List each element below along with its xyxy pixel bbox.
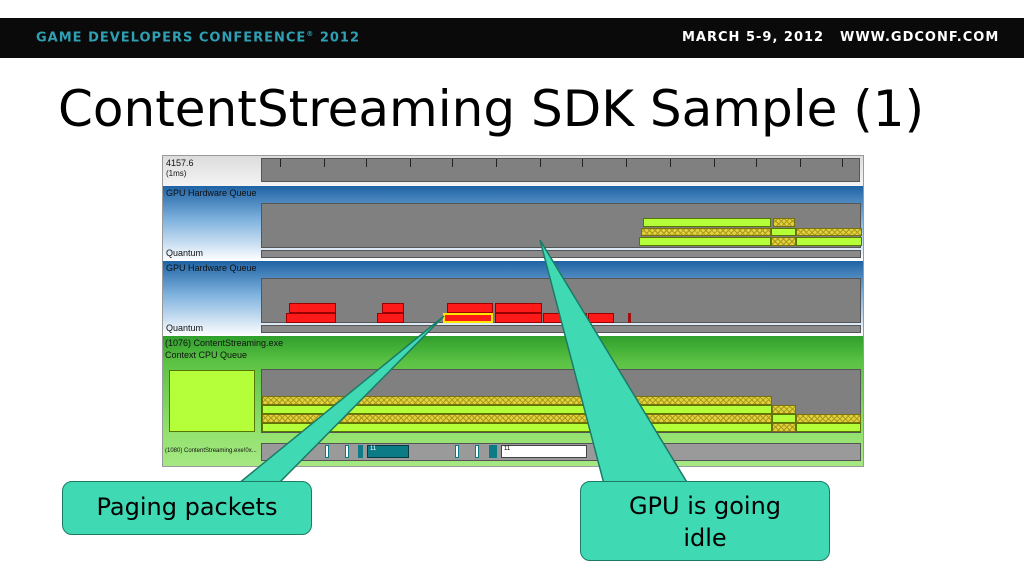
cpu-packet-block[interactable] (772, 405, 796, 414)
packet-block[interactable] (628, 313, 631, 323)
thread-event[interactable] (489, 445, 497, 458)
packet-block[interactable] (771, 237, 796, 246)
gpu-queue-2-quantum-track[interactable] (261, 325, 861, 333)
packet-block[interactable] (773, 218, 795, 227)
cpu-packet-block[interactable] (262, 396, 772, 405)
thread-event[interactable] (345, 445, 349, 458)
thread-event-11[interactable]: 11 (367, 445, 409, 458)
cpu-queue-label: Context CPU Queue (165, 350, 248, 360)
conference-dates: MARCH 5-9, 2012 (682, 30, 825, 45)
gpu-queue-1-quantum-track[interactable] (261, 250, 861, 258)
cpu-packet-block[interactable] (262, 414, 772, 423)
packet-block[interactable] (382, 303, 404, 313)
packet-block[interactable] (639, 237, 771, 246)
thread-event[interactable] (325, 445, 329, 458)
gpu-queue-2-label: GPU Hardware Queue (166, 263, 257, 273)
process-color-swatch (169, 370, 255, 432)
thread-label: (1080) ContentStreaming.exe!0x... (165, 448, 257, 454)
gpu-queue-2-quantum-label: Quantum (166, 323, 204, 333)
gpu-hardware-queue-1: GPU Hardware Queue Quantum (163, 186, 863, 261)
thread-event[interactable] (475, 445, 479, 458)
packet-block[interactable] (495, 313, 542, 323)
slide-title: ContentStreaming SDK Sample (1) (58, 80, 925, 138)
cpu-packet-block[interactable] (772, 423, 796, 432)
cpu-packet-block[interactable] (262, 423, 772, 432)
selected-paging-packet[interactable] (443, 313, 493, 323)
packet-block[interactable] (641, 228, 771, 236)
packet-block[interactable] (771, 228, 796, 236)
packet-block[interactable] (643, 218, 771, 227)
gpu-queue-1-label: GPU Hardware Queue (166, 188, 257, 198)
gpuview-screenshot: 4157.6 (1ms) GPU Hardware Queue Quantum … (162, 155, 864, 467)
thread-event-11b[interactable]: 11 (501, 445, 587, 458)
gpu-idle-callout: GPU is going idle (580, 481, 830, 561)
paging-packets-pointer (235, 315, 445, 485)
ruler-track[interactable] (261, 158, 860, 182)
timeline-ruler: 4157.6 (1ms) (163, 156, 863, 186)
conference-url: WWW.GDCONF.COM (840, 30, 1000, 45)
packet-block[interactable] (289, 303, 336, 313)
cpu-packet-block[interactable] (262, 405, 772, 414)
cpu-packet-block[interactable] (772, 414, 796, 423)
thread-event[interactable] (455, 445, 459, 458)
cpu-packet-block[interactable] (796, 423, 861, 432)
cpu-packet-block[interactable] (796, 414, 861, 423)
process-context-cpu-queue: (1076) ContentStreaming.exe Context CPU … (163, 336, 863, 466)
thread-event[interactable] (358, 445, 363, 458)
packet-block[interactable] (495, 303, 542, 313)
packet-block[interactable] (447, 303, 493, 313)
packet-block[interactable] (588, 313, 614, 323)
gpu-idle-pointer (539, 239, 690, 485)
packet-block[interactable] (796, 237, 862, 246)
packet-block[interactable] (286, 313, 336, 323)
timescale-label: (1ms) (166, 169, 187, 178)
conference-header-bar: GAME DEVELOPERS CONFERENCE® 2012 MARCH 5… (0, 18, 1024, 58)
process-label: (1076) ContentStreaming.exe (165, 338, 284, 348)
packet-block[interactable] (796, 228, 862, 236)
gpu-queue-1-quantum-label: Quantum (166, 248, 204, 258)
paging-packets-callout: Paging packets (62, 481, 312, 535)
conference-name: GAME DEVELOPERS CONFERENCE® 2012 (36, 30, 361, 46)
timestamp-label: 4157.6 (166, 158, 194, 168)
packet-block[interactable] (377, 313, 404, 323)
